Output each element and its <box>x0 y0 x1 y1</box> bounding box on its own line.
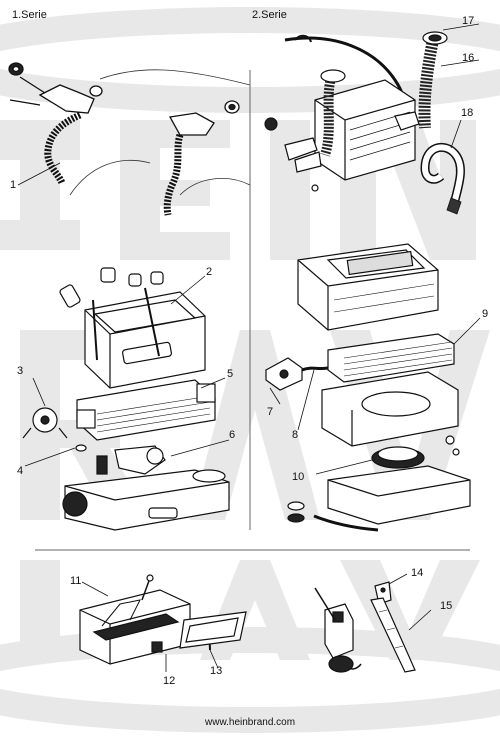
series-2-header: 2.Serie <box>252 9 287 21</box>
part-number-6: 6 <box>229 429 236 441</box>
part-number-18: 18 <box>461 107 474 119</box>
part-number-16: 16 <box>462 52 475 64</box>
part-number-7: 7 <box>267 406 274 418</box>
part-18-hose <box>420 119 465 215</box>
part-number-15: 15 <box>440 600 453 612</box>
part-number-5: 5 <box>227 368 234 380</box>
part-number-11: 11 <box>70 575 82 587</box>
part-number-3: 3 <box>17 365 24 377</box>
lever-assembly <box>314 573 432 673</box>
part-number-1: 1 <box>10 179 17 191</box>
part-number-4: 4 <box>17 465 24 477</box>
part-number-10: 10 <box>292 471 305 483</box>
part-number-2: 2 <box>206 266 213 278</box>
control-panel-assembly <box>79 574 247 672</box>
part-number-17: 17 <box>462 15 475 27</box>
part-number-8: 8 <box>292 429 299 441</box>
part-number-12: 12 <box>163 675 176 687</box>
part-number-13: 13 <box>210 665 223 677</box>
series-1-heater-assembly <box>22 267 230 531</box>
series-2-heater-assembly <box>265 243 481 532</box>
footer-url[interactable]: www.heinbrand.com <box>205 717 296 728</box>
series-1-header: 1.Serie <box>12 9 47 21</box>
part-number-9: 9 <box>482 308 489 320</box>
series-1-hose-assembly <box>8 62 250 216</box>
series-2-heater-box <box>264 23 480 192</box>
part-number-14: 14 <box>411 567 424 579</box>
